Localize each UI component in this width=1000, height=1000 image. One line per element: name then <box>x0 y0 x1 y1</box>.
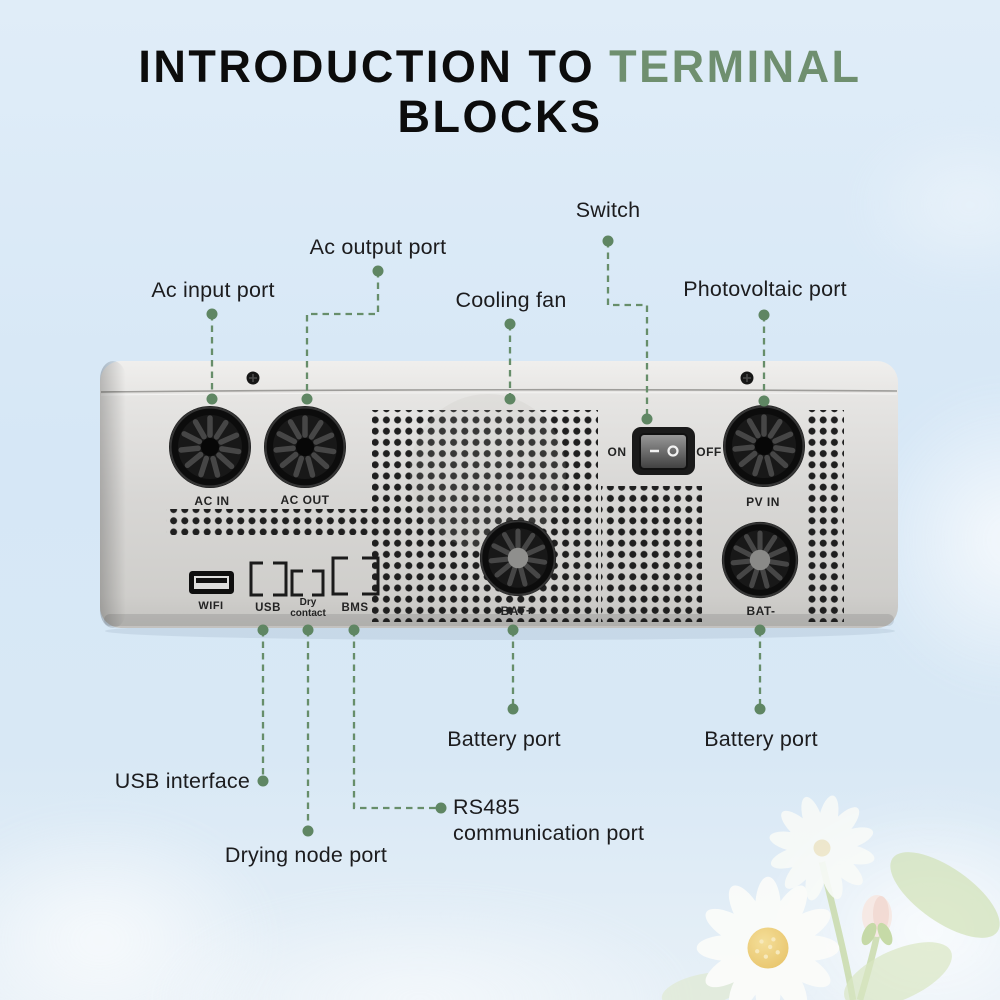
wifi-label: WIFI <box>198 600 223 612</box>
switch-on-label: ON <box>608 445 627 459</box>
bat-minus-port <box>722 522 798 598</box>
callout-photovoltaic: Photovoltaic port <box>683 277 847 301</box>
dry-contact-box <box>290 569 325 597</box>
bms-box <box>331 556 380 596</box>
ac-in-port <box>169 406 251 488</box>
callout-usb-interface: USB interface <box>114 769 250 793</box>
screw-right <box>740 371 754 385</box>
ac-out-port <box>264 406 346 488</box>
bat-minus-label: BAT- <box>746 604 775 618</box>
vent-grid-mid <box>601 486 702 622</box>
dry-label-line2: contact <box>290 608 326 619</box>
title-line1: INTRODUCTION TO TERMINAL <box>0 41 1000 92</box>
leader-lines <box>210 241 766 830</box>
title-green-text: TERMINAL <box>609 41 862 92</box>
leader-ac-output <box>305 271 380 398</box>
callout-battery-left: Battery port <box>447 727 561 751</box>
flowers-decoration <box>661 795 1000 1000</box>
callout-rs485: RS485 communication port <box>453 794 673 846</box>
screw-left <box>246 371 260 385</box>
leader-rs485 <box>352 630 440 810</box>
pv-in-label: PV IN <box>746 495 780 509</box>
ac-out-label: AC OUT <box>281 493 330 507</box>
inverter-panel: AC IN AC OUT PV IN BAT+ BAT- WIFI USB Dr… <box>100 361 898 640</box>
leader-dots <box>206 235 770 837</box>
daisy-back <box>769 795 875 901</box>
leaf-right <box>890 852 1000 938</box>
vent-grid-right <box>806 410 844 622</box>
ac-in-label: AC IN <box>194 494 229 508</box>
callout-rs485-line2: communication port <box>453 821 645 845</box>
daisy-front <box>696 876 840 1000</box>
panel-seam <box>100 388 898 393</box>
dry-label-line1: Dry <box>300 597 317 608</box>
leader-switch <box>606 241 649 418</box>
title-black-text: INTRODUCTION TO <box>138 41 596 92</box>
callout-rs485-line1: RS485 <box>453 795 520 819</box>
switch-off-label: OFF <box>696 445 722 459</box>
usb-label: USB <box>255 602 281 614</box>
title-line2: BLOCKS <box>397 91 603 143</box>
bms-label: BMS <box>341 602 368 614</box>
flower-bud <box>861 895 893 946</box>
page-title: INTRODUCTION TO TERMINAL BLOCKS <box>0 41 1000 143</box>
callout-battery-right: Battery port <box>704 727 818 751</box>
power-switch <box>632 427 695 475</box>
bat-plus-port <box>480 520 556 596</box>
io-boxes <box>249 556 380 597</box>
callout-ac-input: Ac input port <box>151 278 275 302</box>
callout-cooling-fan: Cooling fan <box>455 288 567 312</box>
fan-sheen <box>410 394 566 550</box>
vent-strip-left <box>166 509 372 535</box>
leaf-lower <box>844 942 952 1000</box>
panel-left-shade <box>100 361 126 628</box>
callout-drying-node: Drying node port <box>224 843 388 867</box>
callout-switch: Switch <box>575 198 641 222</box>
wifi-usb-port <box>189 571 234 594</box>
vent-grid-main <box>372 410 598 622</box>
bat-plus-label: BAT+ <box>501 604 534 618</box>
usb-box <box>249 561 288 597</box>
callout-ac-output: Ac output port <box>309 235 447 259</box>
pv-in-port <box>723 405 805 487</box>
